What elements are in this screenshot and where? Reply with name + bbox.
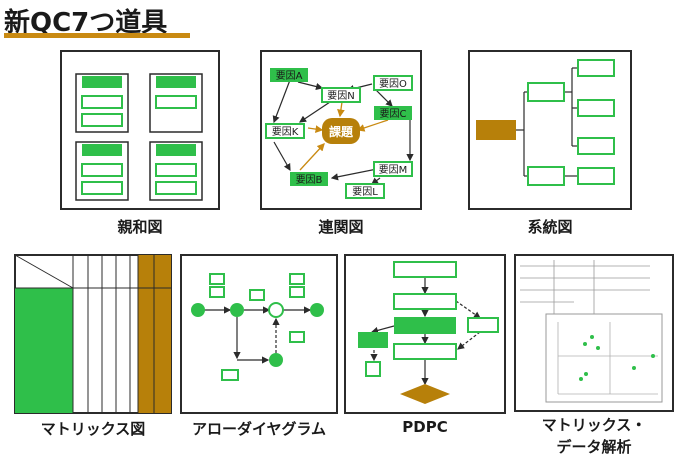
caption-mda-line1: マトリックス・	[541, 416, 647, 434]
arrow-diagram	[180, 254, 338, 414]
relation-center: 課題	[329, 124, 354, 139]
caption-relation: 連関図	[318, 218, 364, 236]
caption-arrow: アローダイヤグラム	[191, 420, 327, 438]
factor-k: 要因K	[272, 126, 299, 138]
tree-diagram	[468, 50, 632, 210]
caption-pdpc: PDPC	[402, 418, 448, 436]
matrix-diagram	[14, 254, 172, 414]
caption-affinity: 親和図	[117, 218, 163, 236]
factor-n: 要因N	[327, 90, 354, 102]
pdpc-diagram	[344, 254, 506, 414]
matrix-data-analysis-diagram	[514, 254, 674, 414]
title-underline	[4, 33, 190, 38]
factor-a: 要因A	[276, 70, 303, 82]
factor-l: 要因L	[352, 186, 378, 198]
factor-c: 要因C	[380, 108, 407, 120]
caption-matrix: マトリックス図	[40, 420, 146, 438]
factor-b: 要因B	[296, 174, 323, 186]
factor-m: 要因M	[379, 164, 408, 176]
relation-diagram: 課題 要因A 要因N 要因O 要因C 要因K 要因M 要因B 要因L	[260, 50, 422, 210]
affinity-diagram	[60, 50, 220, 210]
caption-tree: 系統図	[527, 218, 573, 236]
factor-o: 要因O	[379, 78, 407, 90]
caption-mda-line2: データ解析	[556, 438, 632, 456]
